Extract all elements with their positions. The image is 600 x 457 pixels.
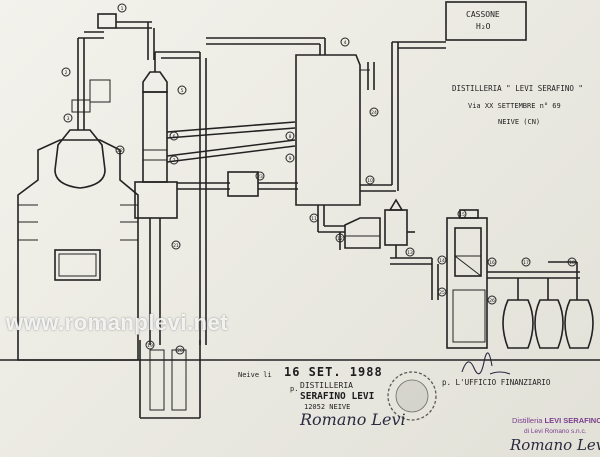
- item-marker-number: 18: [569, 260, 575, 266]
- company-stamp-name: LEVI SERAFINO: [544, 416, 600, 425]
- item-marker-9: [285, 153, 295, 163]
- item-marker-number: 25: [439, 290, 445, 296]
- item-marker-8: [285, 131, 295, 141]
- date-value: 16 SET. 1988: [284, 365, 383, 379]
- item-marker-number: 15: [459, 212, 465, 218]
- receiver-tank: [431, 209, 488, 349]
- firm-line2: SERAFINO LEVI: [300, 391, 375, 402]
- signature-marks: [461, 352, 511, 375]
- item-marker-number: 5: [181, 88, 184, 94]
- water-tank-h2o: H₂O: [476, 22, 491, 31]
- item-marker-21: [171, 240, 181, 250]
- item-marker-number: 12: [337, 236, 343, 242]
- item-marker-4: [340, 37, 350, 47]
- drawing-address: Via XX SETTEMBRE n° 69: [468, 102, 561, 110]
- drawing-title: DISTILLERIA " LEVI SERAFINO ": [452, 84, 583, 93]
- item-marker-number: 22: [117, 148, 123, 154]
- item-marker-number: 14: [439, 258, 445, 264]
- item-marker-1: [117, 3, 127, 13]
- item-marker-number: 7: [173, 158, 176, 164]
- water-tank-label: CASSONE: [466, 10, 500, 19]
- item-marker-number: 9: [289, 156, 292, 162]
- barrels: [502, 299, 594, 349]
- item-marker-19: [145, 340, 155, 350]
- item-marker-22: [115, 145, 125, 155]
- item-marker-number: 8: [289, 134, 292, 140]
- item-marker-number: 2: [65, 70, 68, 76]
- item-marker-6: [169, 131, 179, 141]
- alembic-pot: [54, 129, 106, 189]
- firm-line3: 12052 NEIVE: [304, 403, 351, 411]
- item-marker-number: 21: [173, 243, 179, 249]
- item-marker-number: 13: [407, 250, 413, 256]
- separator-vessels: [344, 198, 432, 265]
- condenser-feed-pipes: [154, 37, 326, 345]
- item-marker-number: 17: [523, 260, 529, 266]
- item-marker-number: 1: [121, 6, 124, 12]
- company-stamp-prefix: Distilleria: [512, 416, 543, 425]
- item-marker-number: 23: [257, 174, 263, 180]
- item-marker-20: [175, 345, 185, 355]
- item-marker-16: [487, 257, 497, 267]
- firm-prefix: p.: [290, 385, 299, 393]
- item-marker-23: [255, 171, 265, 181]
- item-marker-12: [335, 233, 345, 243]
- item-marker-number: 11: [311, 216, 317, 222]
- item-marker-number: 3: [67, 116, 70, 122]
- firm-line1: DISTILLERIA: [300, 381, 353, 390]
- tax-office-stamp: [387, 371, 437, 421]
- item-marker-number: 4: [344, 40, 347, 46]
- item-marker-number: 10: [367, 178, 373, 184]
- item-marker-24: [369, 107, 379, 117]
- item-marker-14: [437, 255, 447, 265]
- outlet-manifold: [487, 261, 580, 300]
- signature-romano-levi: Romano Levi: [300, 410, 406, 429]
- finance-office-label: p. L'UFFICIO FINANZIARIO: [442, 378, 551, 387]
- drawing-town: NEIVE (CN): [498, 118, 541, 126]
- item-marker-26: [487, 295, 497, 305]
- item-marker-18: [567, 257, 577, 267]
- item-marker-number: 16: [489, 260, 495, 266]
- boiler-furnace: [17, 129, 139, 361]
- distillation-column: [134, 71, 178, 345]
- item-marker-13: [405, 247, 415, 257]
- item-marker-number: 19: [147, 343, 153, 349]
- item-marker-number: 24: [371, 110, 377, 116]
- signature-romano-levi-right: Romano Levi: [510, 436, 600, 454]
- item-marker-2: [61, 67, 71, 77]
- vapour-pipe: [71, 13, 155, 130]
- item-marker-3: [63, 113, 73, 123]
- item-marker-7: [169, 155, 179, 165]
- item-marker-10: [365, 175, 375, 185]
- date-prefix: Neive li: [238, 371, 272, 379]
- item-marker-11: [309, 213, 319, 223]
- item-marker-25: [437, 287, 447, 297]
- item-marker-number: 26: [489, 298, 495, 304]
- company-stamp-line1: Distilleria LEVI SERAFINO: [512, 416, 600, 425]
- item-marker-5: [177, 85, 187, 95]
- item-marker-number: 6: [173, 134, 176, 140]
- item-marker-number: 20: [177, 348, 183, 354]
- watermark: www.romanplevi.net: [6, 310, 229, 335]
- item-marker-17: [521, 257, 531, 267]
- item-marker-15: [457, 209, 467, 219]
- company-stamp-line2: di Levi Romano s.n.c.: [524, 428, 587, 435]
- furnace-door: [54, 249, 101, 281]
- water-tank: [445, 1, 527, 41]
- well-pit: [139, 340, 201, 419]
